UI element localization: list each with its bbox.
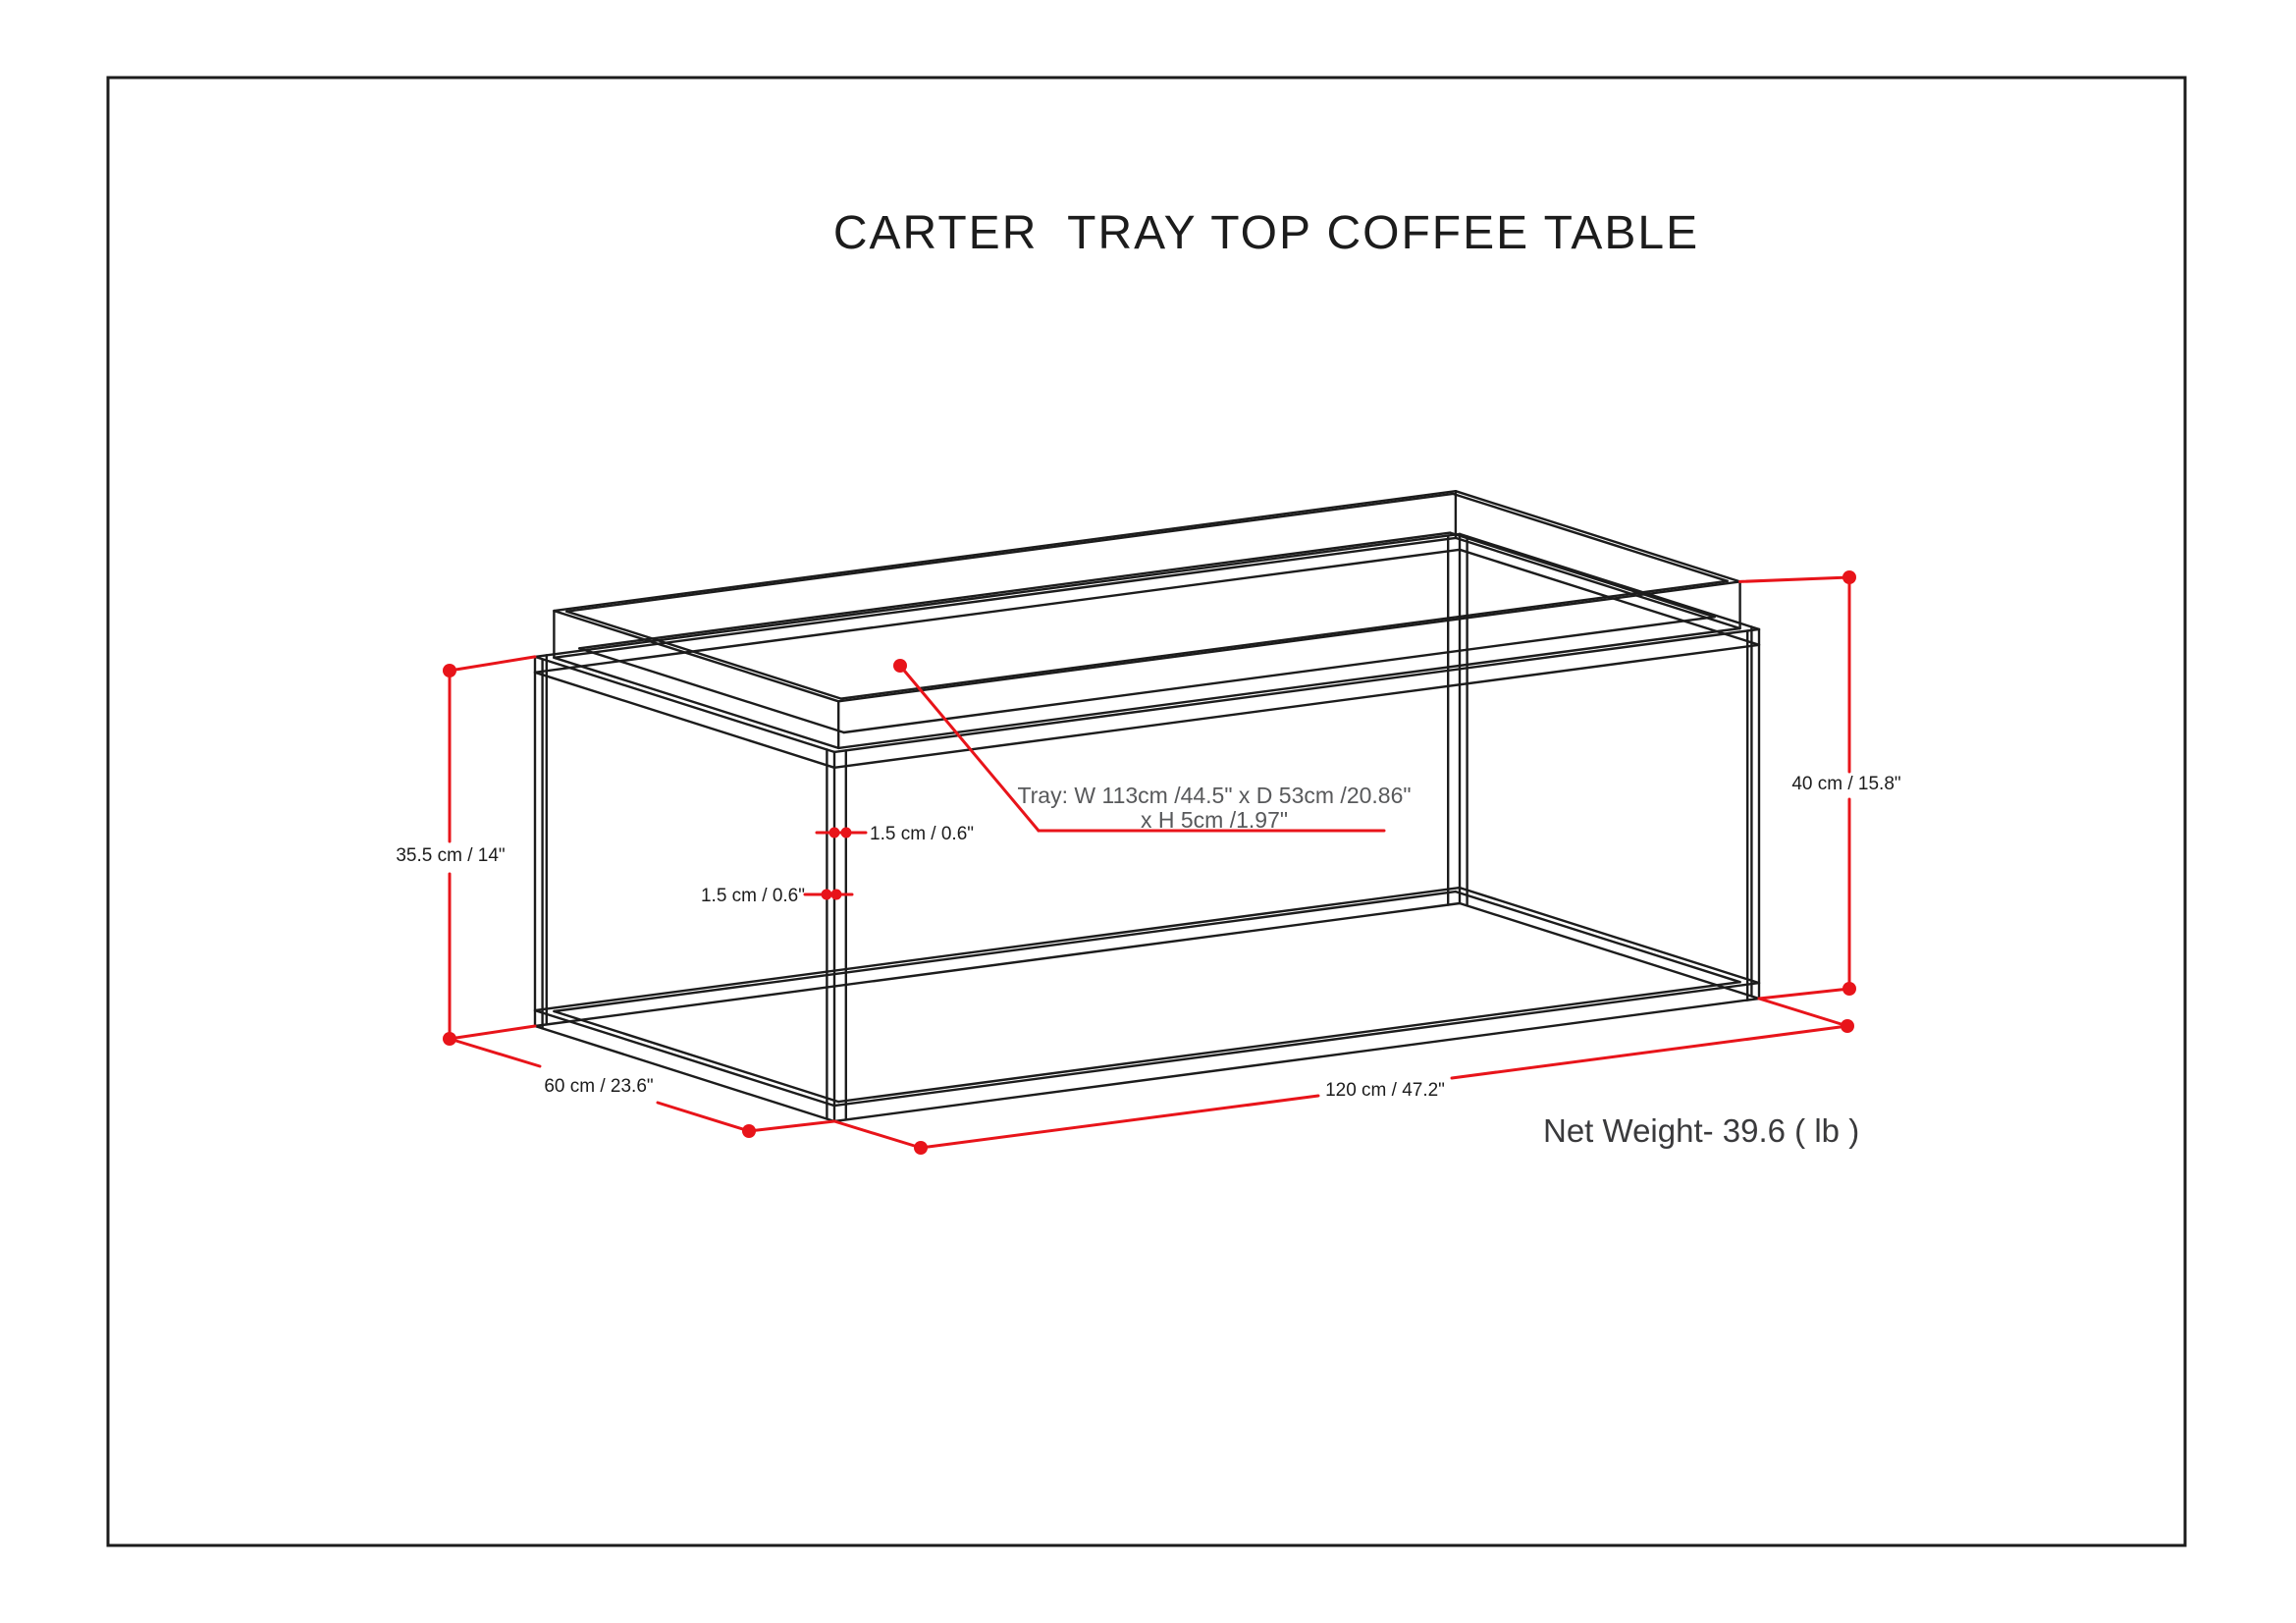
tray-dimensions-label-line2: x H 5cm /1.97" <box>1141 807 1288 833</box>
dimension-dot <box>821 889 832 900</box>
dimension-annotations <box>443 570 1856 1155</box>
drawing-border <box>106 76 2187 1547</box>
dimension-label-width: 120 cm / 47.2" <box>1325 1080 1445 1101</box>
dimension-label-tube-lower: 1.5 cm / 0.6" <box>701 886 805 906</box>
dimension-dot <box>1842 982 1856 996</box>
drawing-title: CARTER TRAY TOP COFFEE TABLE <box>833 207 1699 259</box>
tray-dimensions-label-line1: Tray: W 113cm /44.5" x D 53cm /20.86" <box>1017 783 1411 808</box>
dimension-dot <box>893 659 907 673</box>
dimension-label-depth: 60 cm / 23.6" <box>544 1076 653 1097</box>
dimension-dot <box>443 1032 456 1046</box>
dimension-dot <box>830 889 842 900</box>
dimension-label-tube-upper: 1.5 cm / 0.6" <box>870 824 974 844</box>
dimension-dot <box>1842 570 1856 584</box>
dimension-label-frame-height: 35.5 cm / 14" <box>396 845 505 866</box>
dimension-dot <box>443 664 456 677</box>
dimension-dot <box>828 827 840 839</box>
dimension-dot <box>840 827 852 839</box>
dimension-dot <box>914 1141 928 1155</box>
table-wireframe <box>533 490 1761 1123</box>
dimension-dot <box>1841 1019 1854 1033</box>
dimension-dot <box>742 1124 756 1138</box>
net-weight-label: Net Weight- 39.6 ( lb ) <box>1543 1112 1859 1149</box>
dimension-label-total-height: 40 cm / 15.8" <box>1791 774 1900 794</box>
